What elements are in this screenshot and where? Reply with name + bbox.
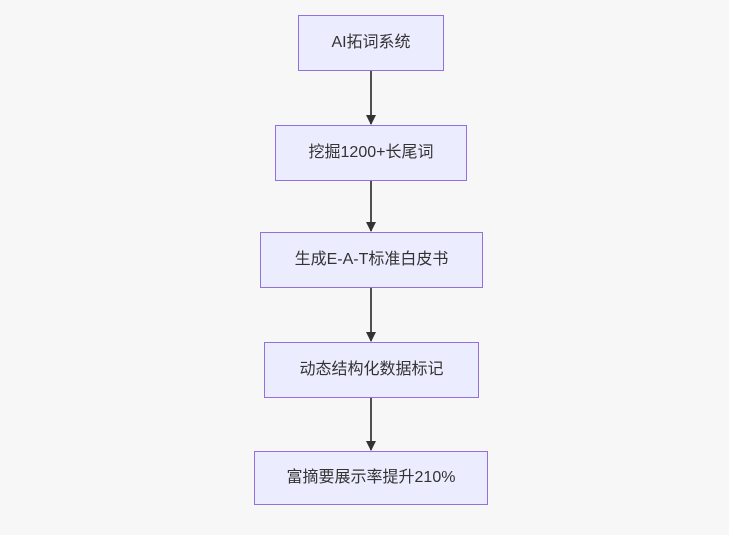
node-label: 生成E-A-T标准白皮书 — [294, 251, 449, 268]
flowchart-node-ai-word-expansion-system: AI拓词系统 — [298, 15, 444, 71]
flowchart-node-rich-snippet-rate-increase: 富摘要展示率提升210% — [254, 451, 488, 505]
node-label: 富摘要展示率提升210% — [286, 469, 456, 486]
node-label: 挖掘1200+长尾词 — [308, 144, 434, 161]
node-label: AI拓词系统 — [331, 34, 411, 51]
flowchart-node-mine-longtail-keywords: 挖掘1200+长尾词 — [275, 125, 467, 181]
node-label: 动态结构化数据标记 — [299, 361, 444, 378]
flowchart-node-generate-eat-whitepaper: 生成E-A-T标准白皮书 — [260, 232, 483, 288]
flowchart-node-dynamic-structured-data-markup: 动态结构化数据标记 — [264, 342, 479, 398]
